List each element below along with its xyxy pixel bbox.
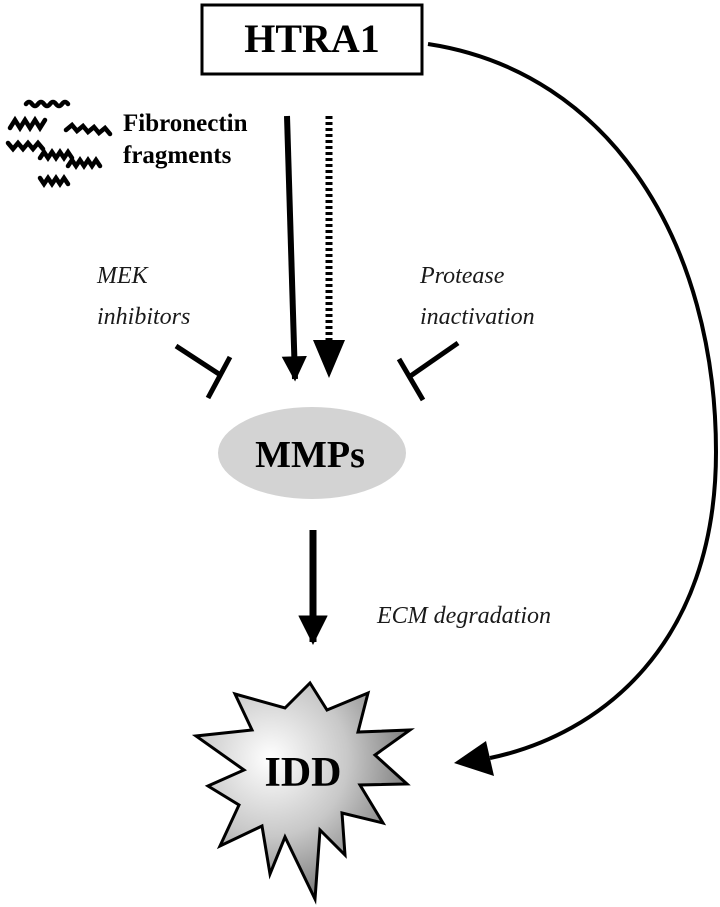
idd-label: IDD	[264, 750, 341, 796]
protease-inactivation-label: Protease inactivation	[419, 263, 535, 330]
fragment-squiggle	[37, 147, 75, 163]
fibronectin-line1: Fibronectin	[123, 110, 248, 137]
htra1-label: HTRA1	[244, 16, 380, 61]
fragment-squiggle	[5, 139, 46, 153]
htra1-to-idd-curved-arrow	[427, 42, 719, 760]
ecm-degradation-label: ECM degradation	[376, 603, 551, 629]
protease-inhibition-symbol	[396, 340, 460, 402]
mek-inhibitors-label: MEK inhibitors	[96, 263, 190, 330]
fibronectin-arrowhead	[313, 340, 345, 378]
squiggle-fragments-icon	[5, 99, 113, 189]
idd-node: IDD	[191, 680, 415, 905]
mek-line1: MEK	[96, 263, 150, 289]
mek-inhibition-symbol	[174, 343, 233, 400]
mek-inhibition-bar	[205, 355, 233, 400]
fragment-squiggle	[63, 121, 113, 137]
mek-inhibition-line	[174, 343, 224, 379]
protease-line1: Protease	[419, 263, 505, 289]
fragment-squiggle	[7, 115, 48, 133]
mek-line2: inhibitors	[97, 304, 190, 330]
fibronectin-line2: fragments	[123, 142, 232, 169]
curved-arrowhead	[454, 741, 494, 776]
mmps-label: MMPs	[255, 434, 365, 476]
fragment-squiggle	[65, 155, 103, 171]
protease-inhibition-bar	[396, 357, 426, 402]
htra1-to-mmps-arrow	[281, 115, 307, 382]
htra1-node: HTRA1	[200, 3, 424, 76]
idd-star	[191, 680, 415, 905]
fragment-squiggle	[23, 99, 71, 109]
mmps-ellipse	[218, 407, 406, 499]
mmps-node: MMPs	[218, 407, 406, 499]
protease-line2: inactivation	[420, 304, 535, 330]
htra1-box	[200, 3, 424, 76]
protease-inhibition-line	[407, 340, 460, 380]
fragment-squiggle	[37, 173, 71, 189]
fibronectin-fragments-label: Fibronectin fragments	[123, 110, 248, 169]
